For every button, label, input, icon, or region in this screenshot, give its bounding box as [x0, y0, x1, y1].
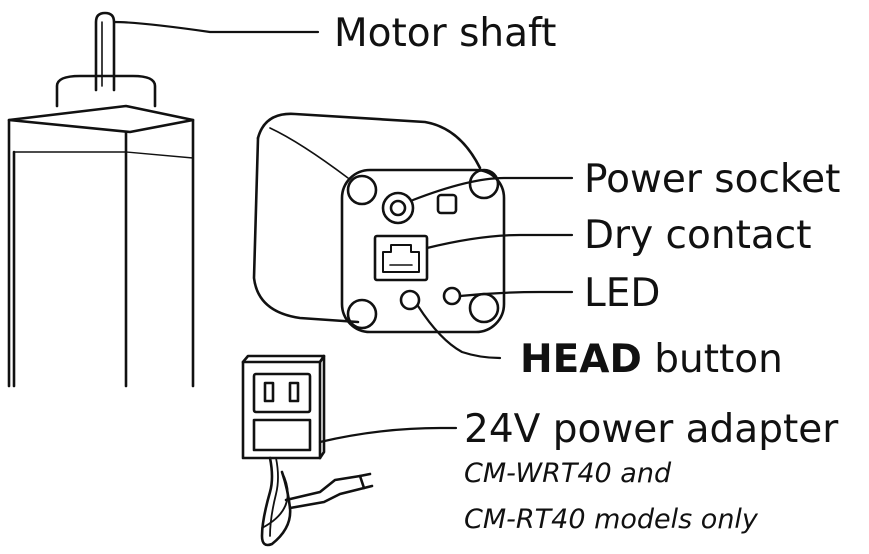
- leader-head-button: [416, 304, 502, 360]
- leader-motor-shaft: [112, 20, 320, 34]
- label-led: LED: [584, 271, 661, 316]
- leader-led: [458, 290, 574, 298]
- motor-tube: [7, 11, 195, 388]
- leader-lines: [112, 20, 574, 444]
- label-note-line1: CM-WRT40 and: [464, 458, 672, 489]
- leader-power-socket: [411, 176, 574, 202]
- label-head-bold: HEAD: [520, 337, 642, 382]
- label-dry-contact: Dry contact: [584, 213, 812, 258]
- label-power-socket: Power socket: [584, 157, 841, 202]
- label-motor-shaft: Motor shaft: [334, 11, 557, 56]
- label-head-button: HEAD button: [520, 340, 783, 379]
- label-note-line2: CM-RT40 models only: [464, 504, 758, 535]
- label-adapter: 24V power adapter: [464, 407, 839, 452]
- leader-adapter: [318, 426, 458, 444]
- controller-box: [252, 112, 506, 334]
- power-adapter: [241, 354, 374, 547]
- leader-dry-contact: [425, 233, 574, 250]
- label-head-rest: button: [641, 337, 783, 382]
